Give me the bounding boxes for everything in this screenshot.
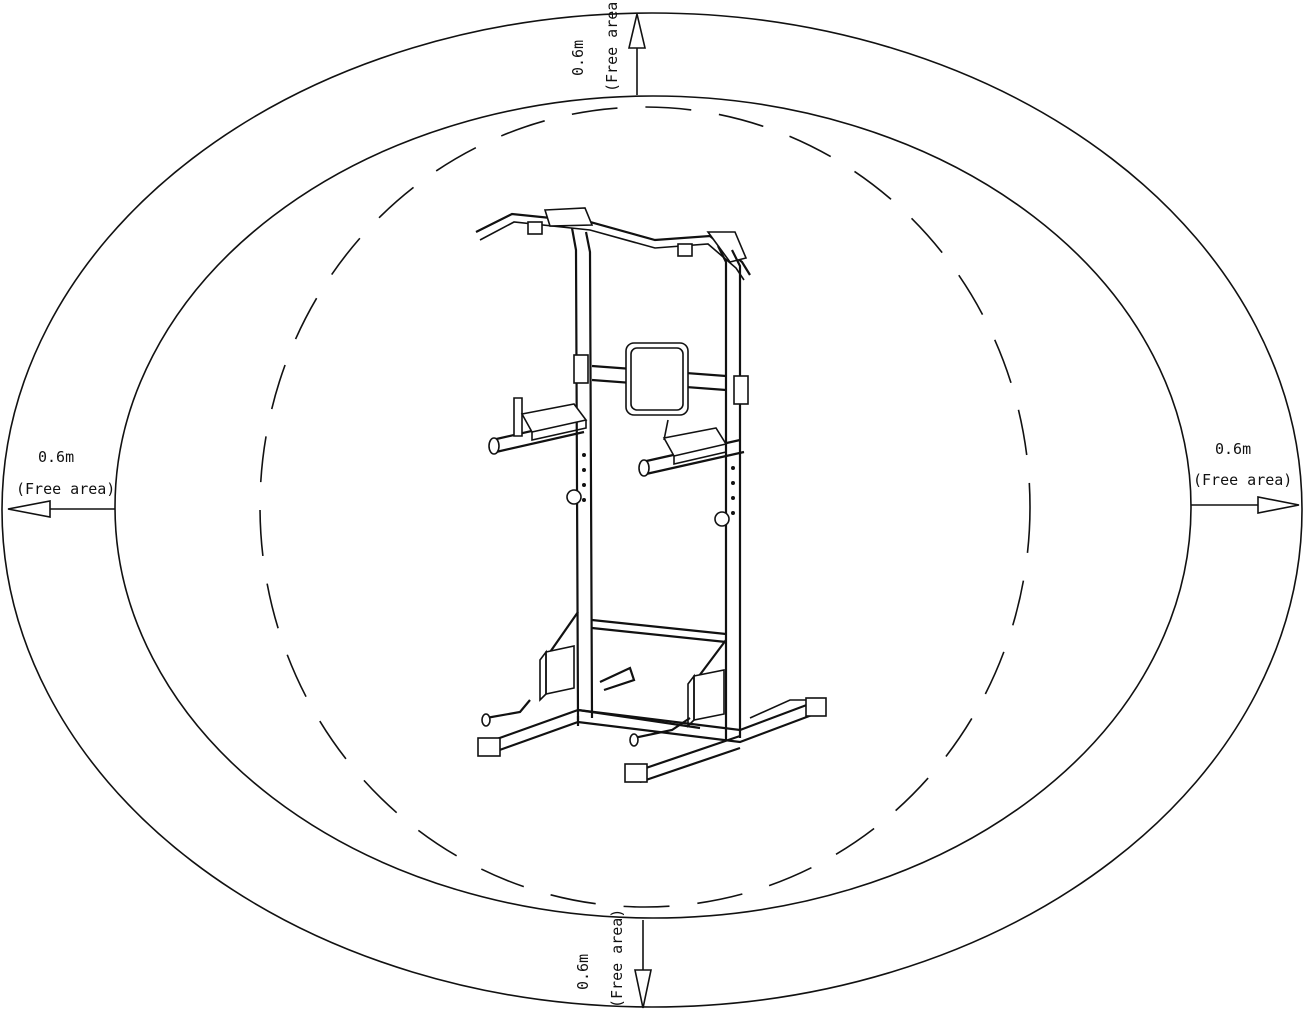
adjustment-holes — [582, 453, 735, 515]
top-clearance-arrow — [627, 13, 647, 95]
right-clearance-arrow — [1191, 496, 1300, 514]
bottom-clearance-arrow — [634, 920, 652, 1009]
rear-right-foot — [805, 697, 827, 717]
bottom-distance-text: 0.6m — [574, 954, 592, 990]
top-clearance-label: 0.6m — [569, 40, 587, 76]
right-arm-pad — [662, 427, 728, 457]
left-clearance-arrow — [7, 500, 115, 518]
right-lower-pad — [693, 669, 725, 721]
left-adjust-knob — [566, 489, 582, 505]
front-left-foot — [477, 737, 501, 757]
right-distance-text: 0.6m — [1215, 440, 1251, 458]
left-distance-text: 0.6m — [38, 448, 74, 466]
left-lower-pad — [545, 645, 575, 695]
outer-free-area-ellipse — [1, 12, 1303, 1008]
top-note-text: (Free area) — [603, 0, 621, 92]
top-distance-text: 0.6m — [569, 40, 587, 76]
bottom-note-text: (Free area) — [608, 909, 626, 1008]
inner-usage-ellipse — [114, 95, 1192, 919]
power-tower-equipment — [475, 207, 827, 784]
front-right-foot — [624, 763, 648, 783]
dashed-equipment-ellipse — [259, 106, 1031, 908]
right-note-text: (Free area) — [1193, 471, 1292, 489]
right-adjust-knob — [714, 511, 730, 527]
left-note-text: (Free area) — [16, 480, 115, 498]
back-pad — [625, 342, 689, 416]
